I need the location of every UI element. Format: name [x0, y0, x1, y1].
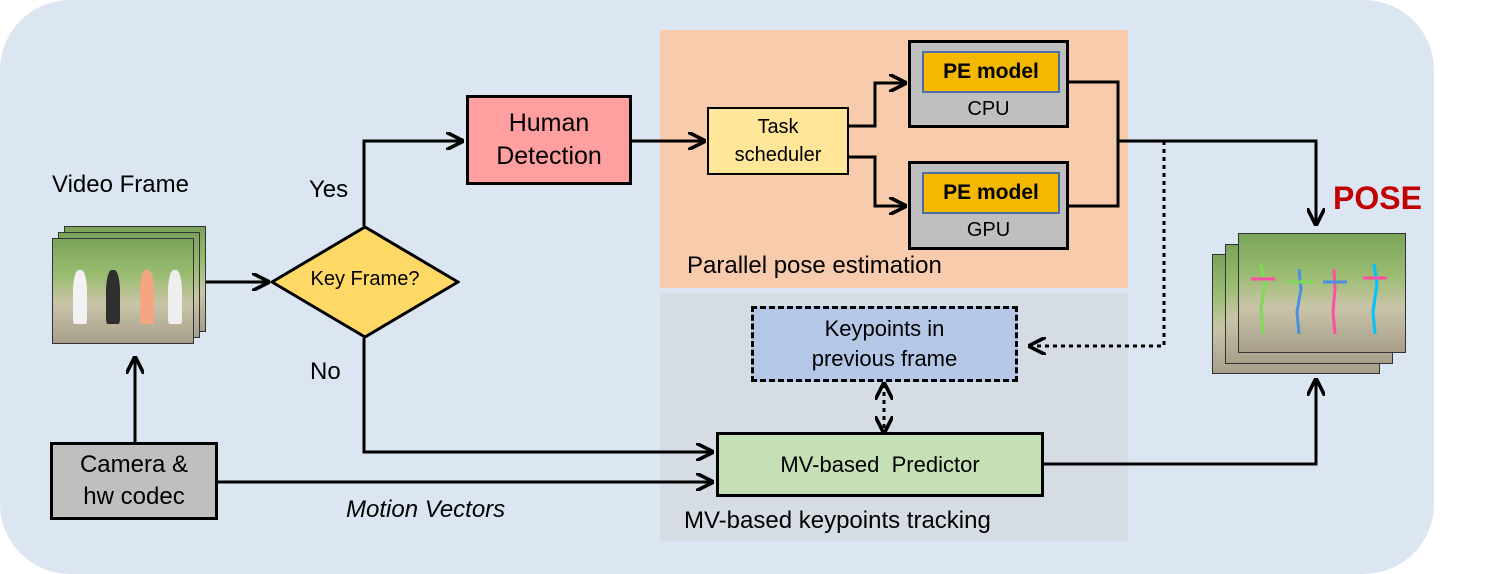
arrow-pe-to-pose: [1118, 139, 1316, 224]
pose-output-image: [1238, 233, 1406, 353]
arrow-scheduler-to-cpu: [849, 83, 905, 128]
keypoints-line2: previous frame: [811, 346, 958, 371]
arrow-no-to-predictor: [362, 338, 712, 452]
keypoints-line1: Keypoints in: [824, 316, 945, 341]
no-label: No: [310, 358, 341, 385]
human-detection-box: Human Detection: [466, 95, 632, 185]
mv-tracking-label: MV-based keypoints tracking: [684, 507, 991, 534]
key-frame-diamond: [270, 225, 460, 339]
task-scheduler-line1: Task: [757, 116, 799, 138]
yes-label: Yes: [309, 176, 349, 203]
task-scheduler-box: Task scheduler: [707, 107, 849, 175]
gpu-label: GPU: [966, 219, 1011, 241]
pe-model-gpu-box: PE model: [922, 172, 1060, 214]
keypoints-previous-frame-box: Keypoints in previous frame: [751, 306, 1018, 382]
task-scheduler-line2: scheduler: [734, 144, 822, 166]
line-cpu-out: [1069, 80, 1120, 208]
video-frame-image: [52, 238, 194, 344]
arrow-predictor-to-pose: [1044, 380, 1316, 466]
pose-label: POSE: [1333, 180, 1422, 216]
mv-predictor-box: MV-based Predictor: [716, 432, 1044, 497]
parallel-pose-estimation-label: Parallel pose estimation: [687, 252, 942, 279]
camera-label-line2: hw codec: [83, 483, 185, 510]
camera-codec-box: Camera & hw codec: [50, 442, 218, 520]
pe-model-cpu-box: PE model: [922, 51, 1060, 93]
pe-model-gpu-label: PE model: [943, 181, 1039, 204]
arrow-scheduler-to-gpu: [849, 155, 905, 206]
video-frame-label: Video Frame: [52, 171, 189, 198]
camera-label-line1: Camera &: [79, 451, 189, 478]
key-frame-label: Key Frame?: [310, 268, 420, 290]
arrow-yes-to-detection: [362, 141, 462, 226]
pe-model-cpu-label: PE model: [943, 60, 1039, 83]
human-detection-line2: Detection: [496, 142, 602, 170]
mv-predictor-label: MV-based Predictor: [780, 451, 980, 477]
skeleton-overlay-icon: [1251, 263, 1387, 335]
motion-vectors-label: Motion Vectors: [346, 496, 506, 523]
cpu-label: CPU: [967, 98, 1010, 120]
human-detection-line1: Human: [508, 109, 590, 137]
